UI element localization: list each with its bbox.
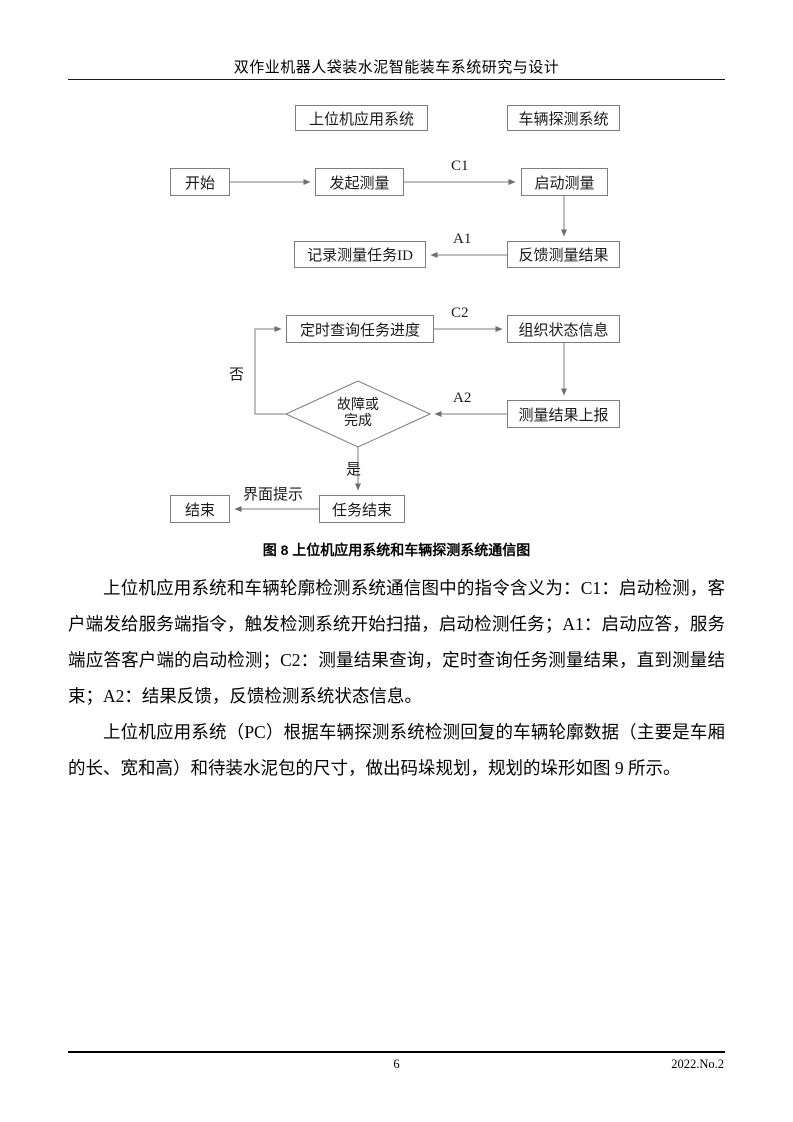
page-number: 6 [393, 1057, 400, 1071]
header-rule [68, 79, 725, 80]
edge-label-no: 否 [229, 367, 245, 383]
issue-label: 2022.No.2 [671, 1057, 724, 1071]
edge-label-a1: A1 [453, 231, 472, 247]
body-text: 上位机应用系统和车辆轮廓检测系统通信图中的指令含义为：C1：启动检测，客户端发给… [68, 570, 725, 786]
node-feedback-result: 反馈测量结果 [507, 241, 620, 268]
body-paragraph-2: 上位机应用系统（PC）根据车辆探测系统检测回复的车辆轮廓数据（主要是车厢的长、宽… [68, 722, 725, 778]
lane-header-vehicle-detect: 车辆探测系统 [507, 105, 620, 131]
node-start-measure: 启动测量 [521, 168, 608, 196]
footer-rule [68, 1051, 725, 1053]
edge-label-yes: 是 [346, 462, 362, 478]
node-initiate-measure: 发起测量 [315, 168, 404, 196]
figure-caption: 图 8 上位机应用系统和车辆探测系统通信图 [262, 542, 531, 558]
edge-label-a2: A2 [453, 390, 472, 406]
node-start: 开始 [170, 168, 230, 196]
edge-label-c2: C2 [451, 305, 469, 321]
node-poll-task-progress: 定时查询任务进度 [286, 315, 434, 343]
node-record-task-id: 记录测量任务ID [294, 241, 426, 268]
node-end: 结束 [170, 495, 230, 523]
running-header-title: 双作业机器人袋装水泥智能装车系统研究与设计 [233, 60, 560, 76]
lane-header-host-app: 上位机应用系统 [295, 105, 428, 131]
node-task-end: 任务结束 [319, 495, 405, 523]
node-organize-status: 组织状态信息 [507, 315, 620, 343]
edge-label-c1: C1 [451, 158, 469, 174]
body-paragraph-1: 上位机应用系统和车辆轮廓检测系统通信图中的指令含义为：C1：启动检测，客户端发给… [68, 578, 725, 706]
node-fault-or-done-decision: 故障或完成 [337, 398, 379, 429]
edge-label-ui-prompt: 界面提示 [243, 487, 304, 503]
node-report-result: 测量结果上报 [507, 400, 620, 428]
